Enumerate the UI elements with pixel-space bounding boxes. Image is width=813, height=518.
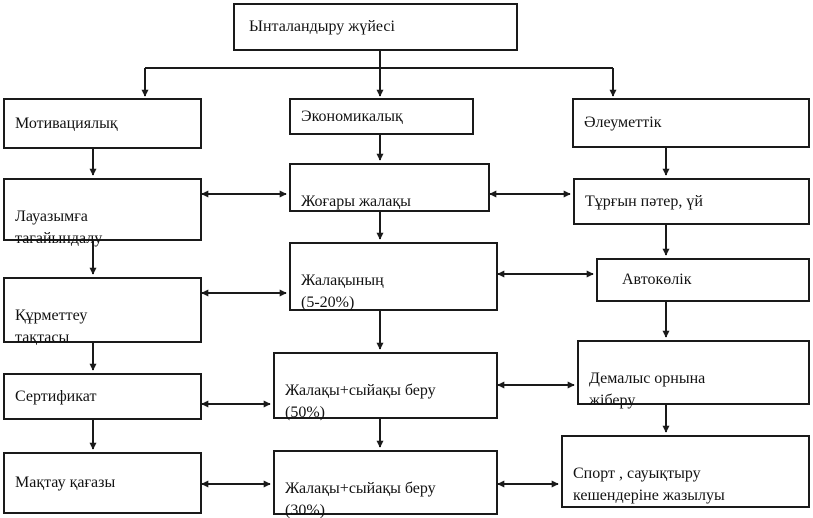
- header-economic-label: Экономикалық: [301, 107, 403, 125]
- economic-item-3: Жалақы+сыйақы беру (50%): [273, 352, 498, 421]
- social-item-1: Тұрғын пәтер, үй: [573, 178, 810, 225]
- economic-item-2: Жалақының (5-20%): [289, 242, 498, 311]
- header-social: Әлеуметтік: [572, 98, 810, 148]
- economic-item-3-label: Жалақы+сыйақы беру (50%): [285, 382, 436, 421]
- cross-links: [201, 190, 594, 488]
- economic-item-2-label: Жалақының (5-20%): [301, 272, 384, 311]
- motivational-item-4: Мақтау қағазы: [3, 452, 202, 514]
- motivational-item-4-label: Мақтау қағазы: [15, 474, 116, 491]
- social-item-3-label: Демалыс орнына жіберу: [589, 370, 706, 409]
- social-item-2: Автокөлік: [596, 258, 810, 302]
- motivational-item-1-label: Лауазымға тағайындалу: [15, 208, 103, 247]
- motivational-item-3: Сертификат: [3, 373, 202, 420]
- economic-item-1-label: Жоғары жалақы: [301, 193, 411, 210]
- social-item-4: Спорт , сауықтыру кешендеріне жазылуы: [561, 435, 810, 508]
- root-node: Ынталандыру жүйесі: [233, 3, 518, 51]
- header-motivational-label: Мотивациялық: [15, 114, 118, 132]
- social-item-1-label: Тұрғын пәтер, үй: [585, 192, 703, 210]
- header-motivational: Мотивациялық: [3, 98, 202, 149]
- column-chain-connectors: [89, 135, 670, 450]
- social-item-4-label: Спорт , сауықтыру кешендеріне жазылуы: [573, 465, 725, 504]
- header-social-label: Әлеуметтік: [584, 114, 662, 131]
- motivational-item-1: Лауазымға тағайындалу: [3, 178, 202, 247]
- root-branch-connector: [141, 51, 617, 97]
- motivational-item-2-label: Құрметтеу тақтасы: [15, 307, 88, 346]
- social-item-3: Демалыс орнына жіберу: [577, 340, 810, 409]
- header-economic: Экономикалық: [289, 98, 474, 135]
- social-item-2-label: Автокөлік: [622, 271, 692, 288]
- motivational-item-2: Құрметтеу тақтасы: [3, 277, 202, 346]
- root-node-label: Ынталандыру жүйесі: [249, 18, 395, 35]
- economic-item-1: Жоғары жалақы: [289, 163, 490, 212]
- economic-item-4: Жалақы+сыйақы беру (30%): [273, 450, 498, 518]
- motivational-item-3-label: Сертификат: [15, 387, 97, 405]
- economic-item-4-label: Жалақы+сыйақы беру (30%): [285, 480, 436, 518]
